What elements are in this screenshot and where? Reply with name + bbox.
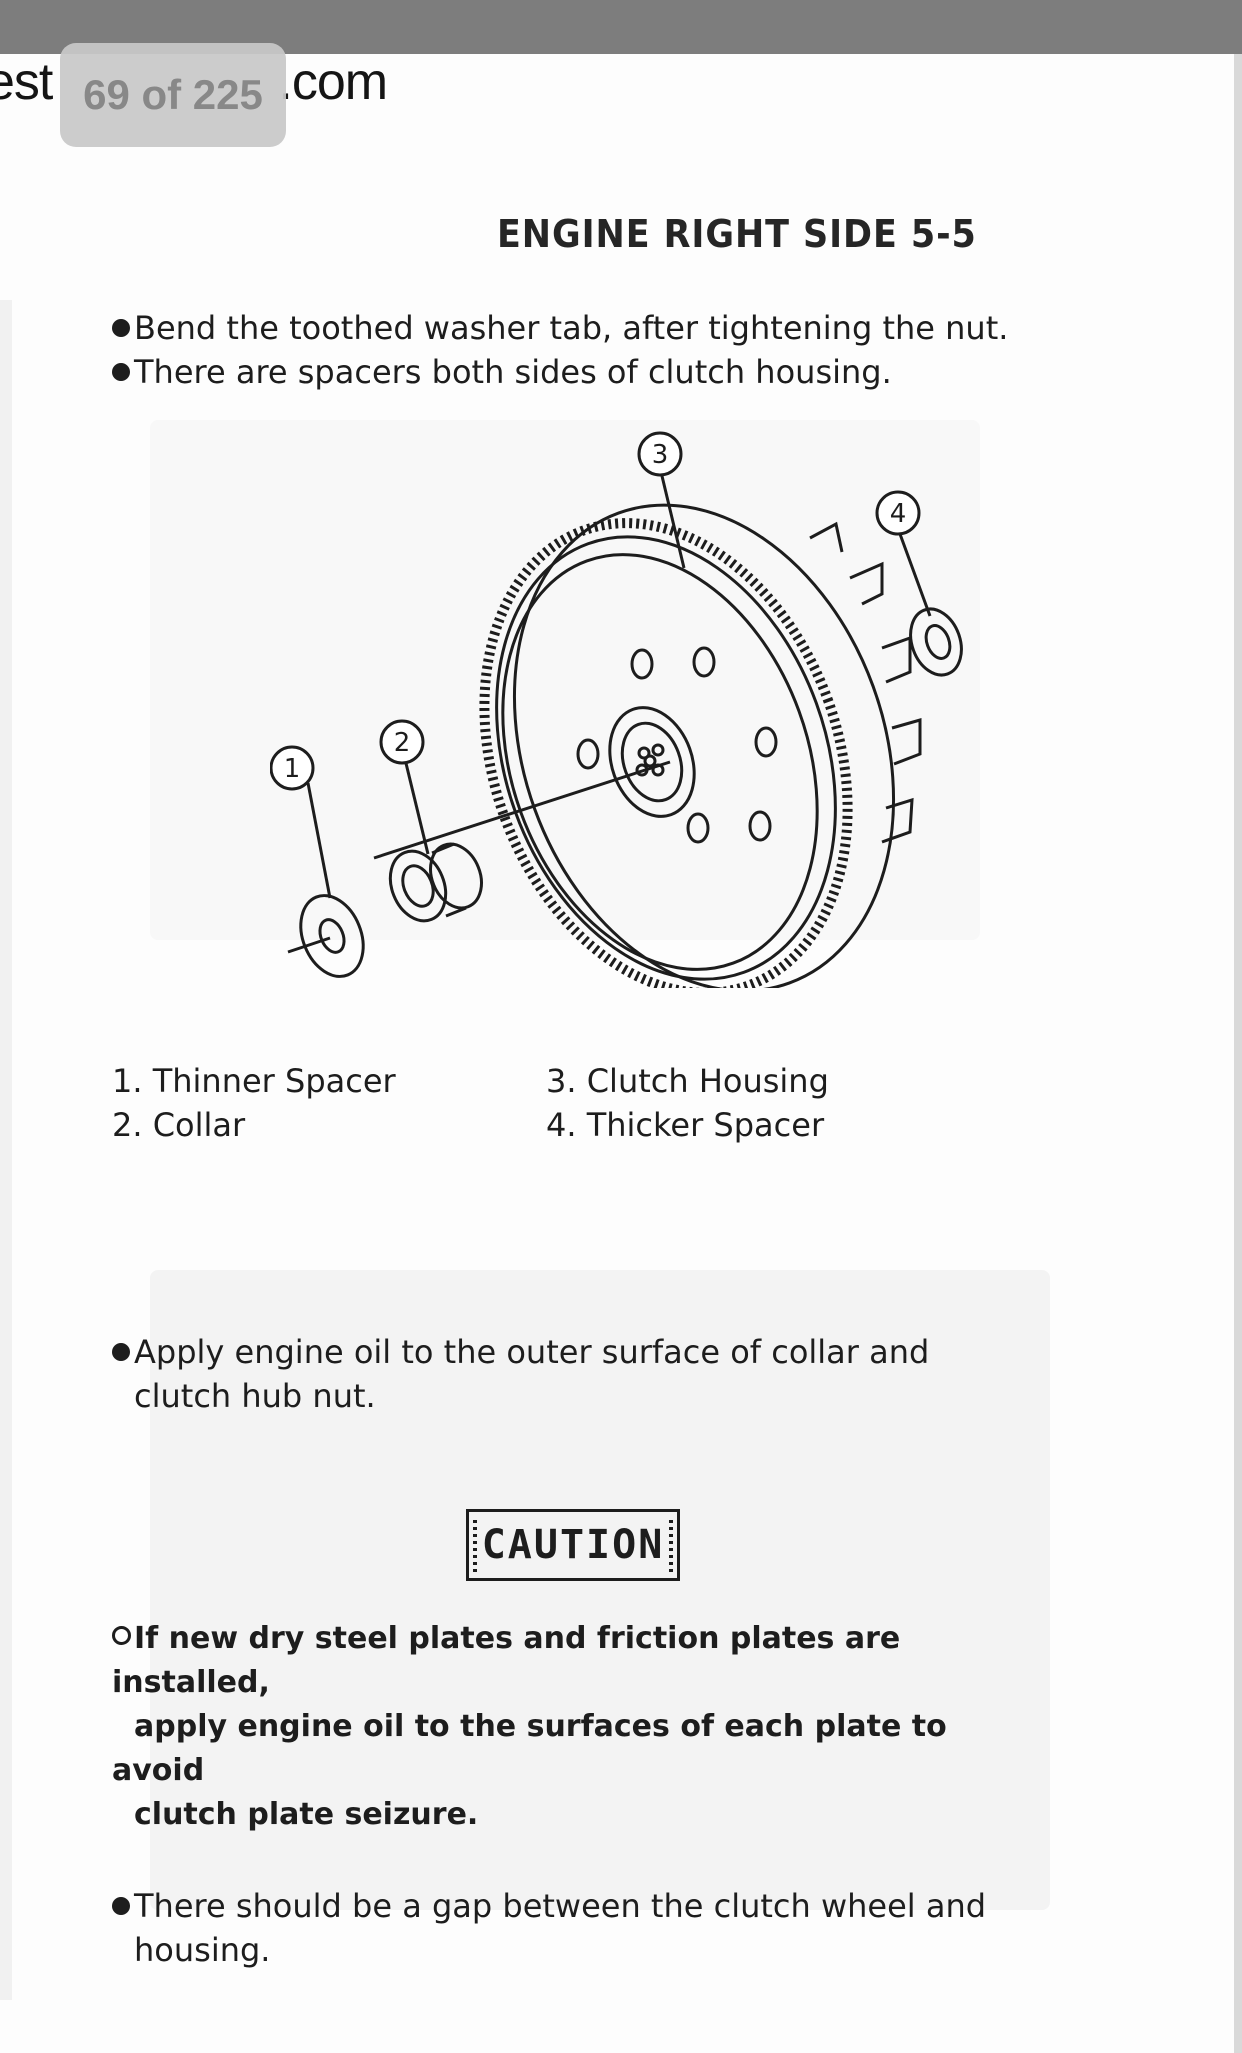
thicker-spacer-hole [924,624,952,660]
callout-label-4: 4 [890,499,907,529]
axis-line [373,760,671,860]
page-edge [1234,54,1242,2053]
oil-instruction: Apply engine oil to the outer surface of… [112,1330,1042,1418]
bleed-through-image [150,1270,1050,1910]
callout-circle-2 [379,719,425,765]
bolt-hole [576,738,600,770]
leader-line-1 [306,782,332,899]
collar-end [388,849,448,923]
bullet-icon [112,306,134,350]
legend-item: 1. Thinner Spacer [112,1062,396,1100]
hub-outer [608,706,696,818]
callout-label-3: 3 [652,440,669,470]
intro-bullet: There are spacers both sides of clutch h… [112,350,1042,394]
url-text[interactable]: est.com [0,53,388,111]
intro-bullet: Bend the toothed washer tab, after tight… [112,306,1042,350]
bolt-hole [630,648,654,680]
callout-circle-4 [875,490,921,536]
bolt-hole [748,810,772,842]
leader-line-4 [898,533,932,617]
bolt-hole [754,726,778,758]
callout-label-1: 1 [284,754,301,784]
legend-item: 3. Clutch Housing [546,1062,829,1100]
thicker-spacer-outer [909,607,963,677]
caution-text: If new dry steel plates and friction pla… [112,1617,1042,1837]
clutch-housing-diagram: 1 2 3 4 [270,431,963,988]
bullet-icon [112,1884,134,1928]
bullet-icon [112,350,134,394]
callout-circle-3 [637,431,683,477]
section-title: ENGINE RIGHT SIDE 5-5 [497,212,977,256]
page-left-edge [0,300,12,2000]
thinner-spacer-outer [299,894,365,978]
thinner-spacer-hole [318,918,346,954]
leader-line-3 [660,475,686,569]
gear-ring [495,535,837,981]
gear-teeth [479,518,853,988]
bolt-hole [692,646,716,678]
callout-label-2: 2 [394,728,411,758]
gap-instruction: There should be a gap between the clutch… [112,1884,1042,1972]
legend-item: 2. Collar [112,1106,246,1144]
caution-label-box: CAUTION [466,1509,680,1581]
bleed-through-image [150,420,980,940]
leader-line-2 [402,754,430,855]
legend-item: 4. Thicker Spacer [546,1106,825,1144]
callout-circle-1 [270,745,315,791]
open-bullet-icon [112,1617,134,1661]
bullet-icon [112,1330,134,1374]
housing-drum [512,503,896,988]
page-counter-badge: 69 of 225 [60,43,286,147]
bolt-hole [686,812,710,844]
